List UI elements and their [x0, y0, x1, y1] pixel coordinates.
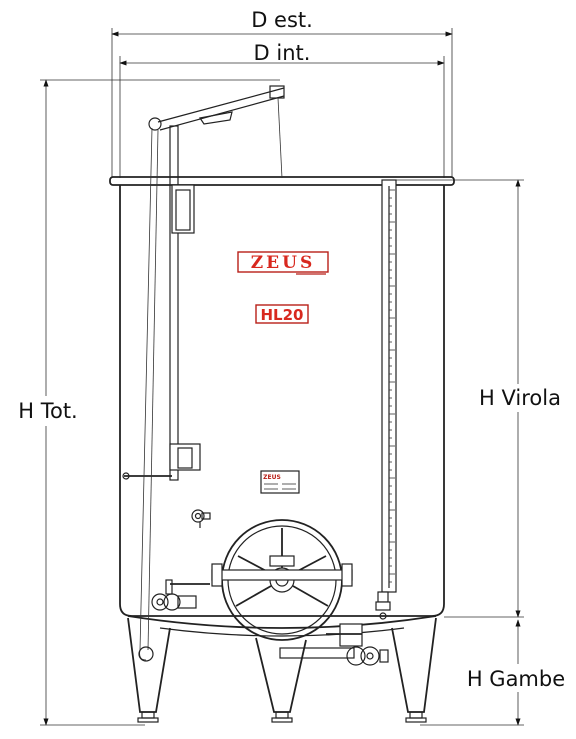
dimension-shell-height: H Virola	[396, 179, 570, 618]
level-gauge	[375, 179, 397, 620]
lid-hoist	[122, 85, 285, 662]
brand-logo-text: ZEUS	[251, 253, 315, 273]
left-drain-valve	[151, 579, 210, 611]
dimension-legs-height: H Gambe	[420, 619, 572, 726]
manhole-door	[211, 519, 353, 641]
dimension-outer-diameter: D est.	[111, 8, 453, 178]
dimension-total-height: H Tot.	[8, 79, 280, 726]
nameplate-logo-text: ZEUS	[263, 474, 281, 481]
bottom-outlet-valve	[279, 623, 389, 666]
capacity-badge: HL20	[255, 304, 309, 324]
legs-height-label: H Gambe	[467, 667, 565, 691]
tank-legs	[127, 617, 437, 723]
sample-valve	[191, 509, 211, 528]
brand-logo: ZEUS	[237, 251, 329, 275]
shell-height-label: H Virola	[479, 386, 561, 410]
inner-diameter-label: D int.	[254, 41, 311, 65]
dimension-inner-diameter: D int.	[119, 41, 445, 178]
outer-diameter-label: D est.	[251, 8, 313, 32]
nameplate: ZEUS	[260, 470, 300, 494]
total-height-label: H Tot.	[18, 399, 77, 423]
capacity-badge-text: HL20	[261, 306, 304, 324]
